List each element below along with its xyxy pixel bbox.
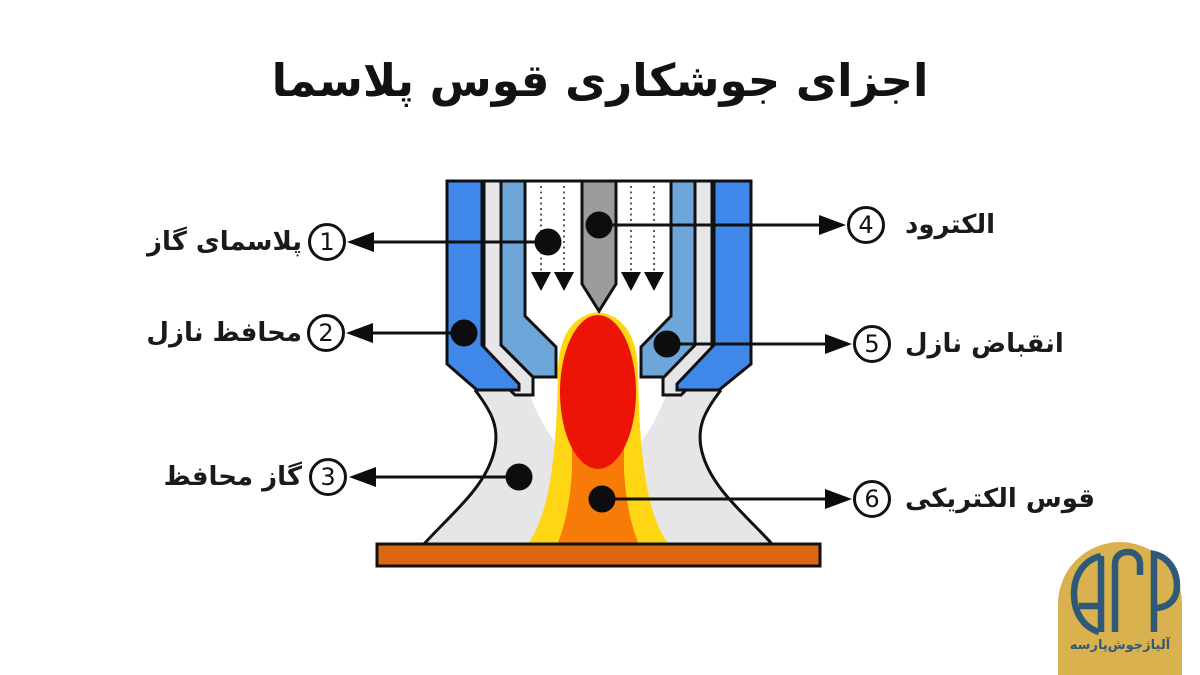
bell-outline-left (422, 389, 498, 546)
label-nozzle-shield: محافظ نازل (146, 318, 302, 348)
arc-red-core (560, 315, 636, 469)
leader-arrowheads (346, 215, 852, 509)
callout-number-3: 3 (309, 458, 347, 496)
callout-number-4: 4 (847, 206, 885, 244)
brand-name: آلیاژجوش‌پارسه (1069, 638, 1171, 653)
electrode (580, 179, 618, 314)
label-electrode: الکترود (905, 210, 996, 240)
label-shielding-gas: گاز محافظ (163, 462, 302, 492)
brand-monogram-icon (1070, 548, 1181, 636)
callout-number-6: 6 (853, 480, 891, 518)
callout-number-1: 1 (308, 223, 346, 261)
label-electric-arc: قوس الکتریکی (905, 484, 1096, 514)
label-plasma-gas: پلاسمای گاز (147, 227, 302, 257)
bell-outline-right (698, 389, 774, 546)
brand-logo: آلیاژجوش‌پارسه (1058, 542, 1182, 675)
workpiece (375, 542, 822, 568)
constricting-nozzle (499, 179, 697, 379)
callout-number-2: 2 (307, 314, 345, 352)
label-nozzle-constriction: انقباض نازل (905, 329, 1064, 359)
callout-number-5: 5 (853, 325, 891, 363)
page-title: اجزای جوشکاری قوس پلاسما (271, 54, 929, 107)
gas-flow-arrows (531, 186, 664, 291)
leader-lines (373, 223, 826, 501)
leader-dots (450, 211, 681, 513)
